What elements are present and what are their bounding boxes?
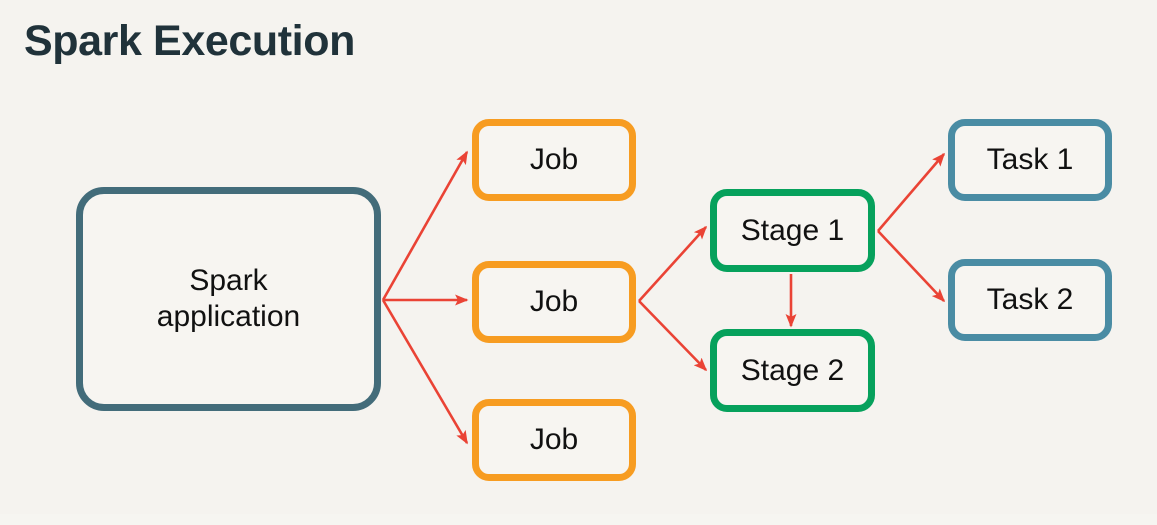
node-stage-1-label: Stage 1: [740, 213, 845, 247]
node-job-1[interactable]: Job: [472, 119, 636, 201]
node-job-2[interactable]: Job: [472, 261, 636, 343]
arrow-stage-1-to-task-2: [877, 230, 946, 303]
node-stage-2-label: Stage 2: [740, 353, 845, 387]
node-spark-application[interactable]: Spark application: [76, 187, 381, 411]
node-stage-1[interactable]: Stage 1: [710, 189, 875, 272]
node-task-1[interactable]: Task 1: [948, 119, 1112, 201]
arrow-stage-1-to-task-1: [877, 152, 946, 232]
node-stage-2[interactable]: Stage 2: [710, 329, 875, 412]
arrow-job-2-to-stage-1: [638, 225, 708, 302]
node-task-2-label: Task 2: [986, 283, 1074, 316]
node-task-1-label: Task 1: [986, 143, 1074, 176]
arrow-spark-to-job-3: [381, 299, 469, 445]
arrow-spark-to-job-1: [381, 150, 469, 301]
arrow-job-2-to-stage-2: [638, 300, 708, 372]
page-title: Spark Execution: [24, 17, 355, 65]
node-job-1-label: Job: [529, 143, 579, 176]
node-job-3-label: Job: [529, 423, 579, 456]
node-task-2[interactable]: Task 2: [948, 259, 1112, 341]
node-job-2-label: Job: [529, 285, 579, 318]
node-spark-application-label: Spark application: [156, 264, 301, 333]
slide-bottom-edge: [0, 514, 1157, 525]
node-job-3[interactable]: Job: [472, 399, 636, 481]
